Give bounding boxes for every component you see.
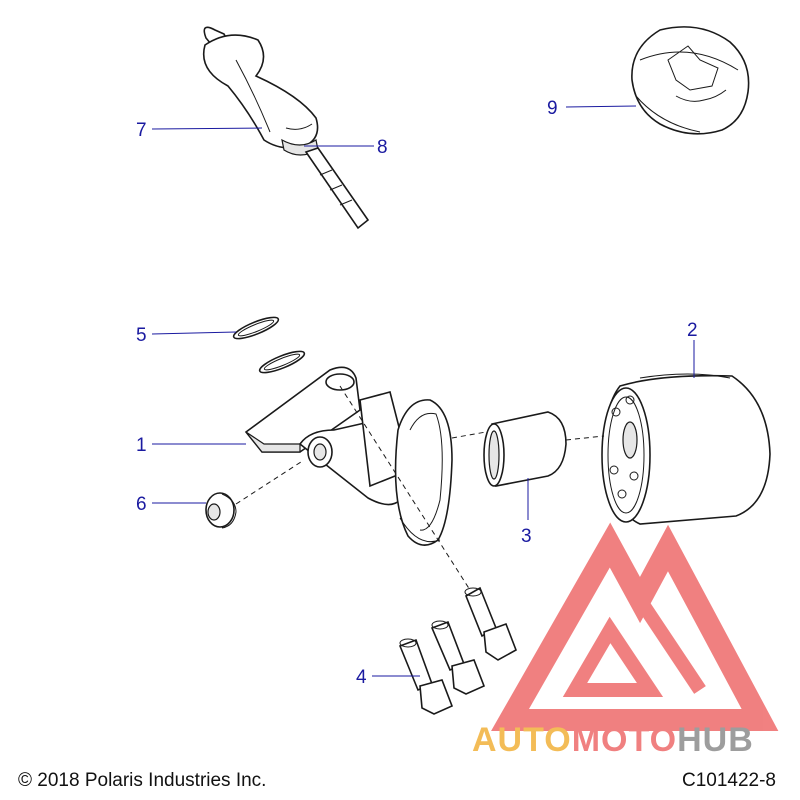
plug-part: [205, 492, 237, 529]
oil-filter-part: [601, 373, 771, 525]
automotohub-logo: AUTOMOTOHUB: [472, 522, 779, 759]
copyright-text: © 2018 Polaris Industries Inc.: [18, 770, 267, 791]
callout-1: 1: [136, 435, 147, 456]
bolt-2: [430, 620, 486, 695]
assembly-line-vertical: [339, 385, 471, 591]
filter-adapter-part: [244, 366, 453, 546]
drawing-number: C101422-8: [681, 770, 776, 791]
callout-8: 8: [377, 137, 388, 158]
o-ring-parts: [232, 316, 306, 374]
callout-2: 2: [687, 320, 698, 341]
bolt-parts: [398, 586, 517, 715]
oil-filler-cap-part: [631, 26, 750, 135]
callout-4: 4: [356, 667, 367, 688]
leader-5: [151, 331, 237, 335]
callout-5: 5: [136, 325, 147, 346]
nipple-sleeve-part: [483, 411, 567, 487]
leader-7: [151, 127, 263, 130]
callout-9: 9: [547, 98, 558, 119]
callout-7: 7: [136, 120, 147, 141]
assembly-line-nipple: [451, 431, 605, 441]
callout-3: 3: [521, 526, 532, 547]
bolt-3: [398, 638, 454, 715]
bolt-1: [464, 586, 517, 661]
dipstick-part: [203, 26, 370, 230]
assembly-line-plug: [235, 459, 305, 505]
leader-9: [565, 105, 637, 108]
callout-6: 6: [136, 494, 147, 515]
watermark-text: AUTOMOTOHUB: [472, 721, 754, 759]
